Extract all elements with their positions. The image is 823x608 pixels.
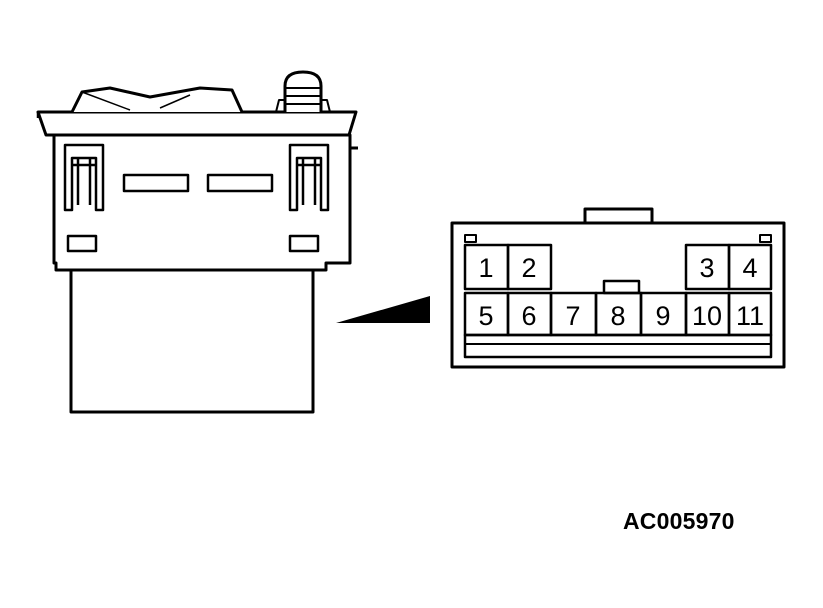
pin-label-10: 10 — [692, 301, 722, 331]
pin-label-5: 5 — [478, 301, 493, 331]
switch-top-rim — [36, 110, 358, 137]
connector-lock-tab — [583, 207, 654, 223]
connector-frame — [450, 221, 786, 369]
switch-body — [36, 70, 358, 414]
housing-window-left — [66, 234, 98, 253]
switch-lower-housing — [69, 261, 315, 414]
pin-label-6: 6 — [521, 301, 536, 331]
pointer-wedge — [336, 296, 430, 323]
pin-cell-4 — [727, 243, 773, 291]
switch-upper-housing — [52, 133, 352, 272]
housing-slot-left — [122, 173, 190, 193]
connector-face — [450, 207, 786, 369]
reference-code: AC005970 — [623, 508, 735, 534]
connector-bottom-rail — [463, 333, 773, 359]
switch-indicator-knob — [283, 70, 323, 112]
pin-label-3: 3 — [699, 253, 714, 283]
pin-cell-2 — [506, 243, 553, 291]
housing-window-right — [288, 234, 320, 253]
pin-label-1: 1 — [478, 253, 493, 283]
left-latch — [63, 143, 105, 212]
pin-cell-11 — [727, 291, 773, 337]
pin-label-4: 4 — [742, 253, 757, 283]
right-latch — [288, 143, 330, 212]
housing-slot-right — [206, 173, 274, 193]
pin-label-7: 7 — [565, 301, 580, 331]
switch-rocker — [70, 86, 244, 113]
pin-label-11: 11 — [736, 301, 764, 331]
pin-label-8: 8 — [610, 301, 625, 331]
connector-center-key — [602, 279, 641, 295]
pin-label-2: 2 — [521, 253, 536, 283]
pin-label-9: 9 — [655, 301, 670, 331]
